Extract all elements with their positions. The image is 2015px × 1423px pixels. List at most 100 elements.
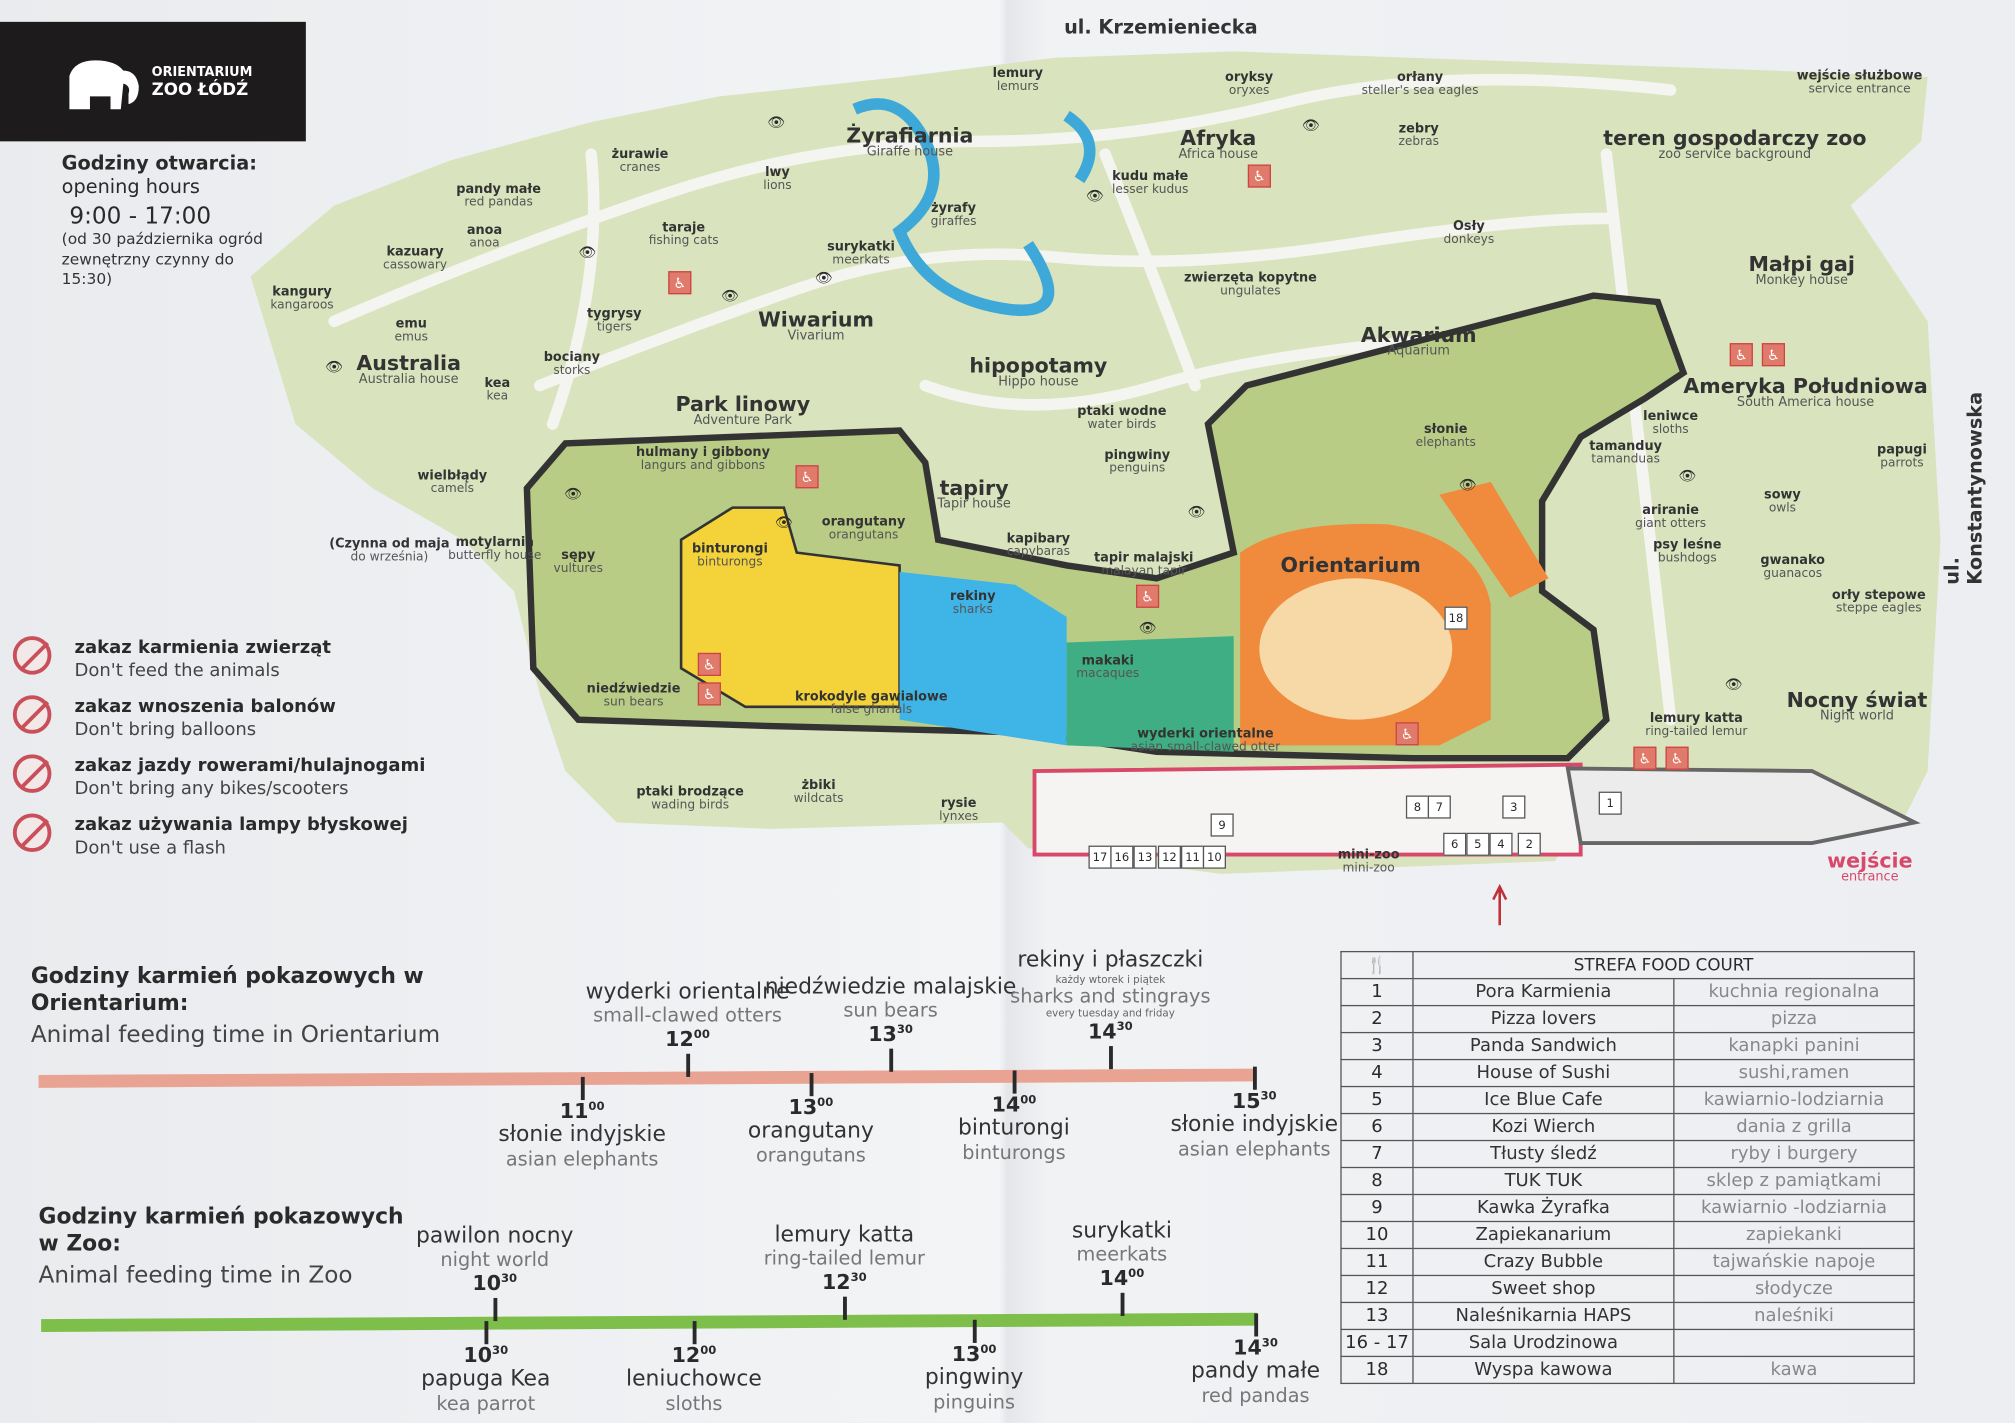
- map-label-name: Osły: [1452, 219, 1485, 234]
- map-label-name-en: zebras: [1398, 134, 1440, 150]
- map-label-name: Park linowy: [675, 391, 811, 417]
- orientarium-feeding-title-en: Animal feeding time in Orientarium: [30, 1021, 441, 1048]
- feeding-time: 1330: [765, 1022, 1017, 1046]
- feeding-animal-en: night world: [440, 1248, 550, 1272]
- food-court-name: Sala Urodzinowa: [1412, 1328, 1675, 1358]
- food-court-number: 7: [1340, 1139, 1414, 1169]
- map-label-name: taraje: [662, 221, 706, 236]
- map-label-name-en: owls: [1768, 501, 1797, 516]
- feeding-animal: rekiny i płaszczki: [1017, 947, 1204, 974]
- map-label-name: żbiki: [801, 778, 836, 793]
- facility-icon: ♿: [1395, 722, 1419, 746]
- map-label: Orientarium: [1281, 555, 1421, 576]
- map-label-name-en: false gharials: [830, 702, 913, 718]
- stall-number: 7: [1427, 795, 1451, 819]
- feeding-animal: słonie indyjskie: [1170, 1112, 1339, 1138]
- feeding-time: 1530: [1170, 1089, 1338, 1114]
- map-label-name-en: wildcats: [793, 791, 844, 806]
- feeding-time: 1400: [1072, 1266, 1172, 1291]
- map-label-name: mini-zoo: [1337, 848, 1400, 863]
- time-minute: 00: [588, 1100, 605, 1114]
- viewpoint-eye-icon: 👁: [1187, 503, 1206, 521]
- map-label-name-en: donkeys: [1443, 232, 1495, 247]
- map-label-name: tapir malajski: [1094, 551, 1194, 566]
- food-court-number: 12: [1340, 1274, 1414, 1304]
- no-flash-icon: [12, 813, 52, 853]
- water-channel: [852, 98, 1055, 316]
- map-label-name-en: cassowary: [383, 258, 448, 273]
- rule-text-en: Don't use a flash: [74, 837, 226, 859]
- foodcourt-area: [1032, 762, 1583, 857]
- map-label-name-en: langurs and gibbons: [640, 458, 766, 473]
- yellow-zone: [679, 506, 901, 709]
- feeding-time: 1030: [416, 1271, 573, 1296]
- opening-hours: Godziny otwarcia: opening hours 9:00 - 1…: [62, 152, 280, 291]
- map-label-name-en: sloths: [1652, 422, 1689, 437]
- food-court-number: 5: [1340, 1085, 1414, 1115]
- food-court-name: Panda Sandwich: [1412, 1031, 1675, 1061]
- timeline-tick: [1120, 1292, 1125, 1316]
- map-label-name: wielbłądy: [417, 469, 488, 484]
- map-label-name: pandy małe: [456, 182, 541, 197]
- food-court-name: Naleśnikarnia HAPS: [1412, 1301, 1675, 1331]
- feeding-animal-en: meerkats: [1076, 1243, 1168, 1267]
- feeding-animal-en: sloths: [665, 1391, 723, 1415]
- food-court-description: pizza: [1673, 1004, 1915, 1034]
- time-hour: 13: [788, 1094, 818, 1120]
- feeding-animal: wyderki orientalne: [585, 979, 790, 1005]
- feeding-time: 1100: [498, 1099, 666, 1124]
- feeding-animal: surykatki: [1071, 1218, 1172, 1244]
- rule-text: zakaz używania lampy błyskowej: [74, 814, 408, 836]
- feeding-animal: pandy małe: [1190, 1358, 1321, 1385]
- feeding-note: każdy wtorek i piątek: [1055, 974, 1166, 986]
- timeline-tick: [1254, 1313, 1259, 1337]
- time-minute: 00: [693, 1028, 710, 1042]
- food-court-title: STREFA FOOD COURT: [1412, 950, 1915, 980]
- viewpoint-eye-icon: 👁: [774, 514, 793, 531]
- timeline-tick: [1109, 1046, 1113, 1070]
- facility-icon: ♿: [1136, 584, 1160, 608]
- time-hour: 14: [991, 1092, 1021, 1117]
- map-label-name-en: ring-tailed lemur: [1645, 724, 1748, 739]
- feeding-animal: pawilon nocny: [416, 1223, 574, 1249]
- feeding-animal-en: red pandas: [1201, 1383, 1310, 1408]
- map-label-name: gwanako: [1760, 553, 1826, 569]
- food-court-name: Wyspa kawowa: [1412, 1355, 1675, 1385]
- map-label-name: orangutany: [821, 515, 906, 530]
- viewpoint-eye-icon: 👁: [1678, 467, 1697, 485]
- food-court-name: House of Sushi: [1412, 1058, 1675, 1088]
- food-court-name: Pizza lovers: [1412, 1004, 1675, 1034]
- zoo-feeding-title-en: Animal feeding time in Zoo: [38, 1261, 353, 1289]
- timeline-tick: [1252, 1066, 1257, 1090]
- map-label-name-en: entrance: [1841, 870, 1899, 885]
- feeding-animal-en: asian elephants: [505, 1147, 659, 1171]
- map-label-name: tapiry: [939, 475, 1009, 500]
- map-label-name-en: ungulates: [1220, 284, 1281, 299]
- no-balloons-icon: [12, 695, 52, 734]
- map-label-name-en: Giraffe house: [866, 145, 954, 160]
- map-label-name-en: asian small-clawed otter: [1130, 740, 1281, 755]
- food-court-description: tajwańskie napoje: [1673, 1247, 1915, 1277]
- feeding-animal-en: pinguins: [933, 1390, 1016, 1414]
- orientarium-feeding-title: Godziny karmień pokazowych w Orientarium…: [31, 964, 442, 1048]
- map-label-name-en: Night world: [1819, 709, 1894, 724]
